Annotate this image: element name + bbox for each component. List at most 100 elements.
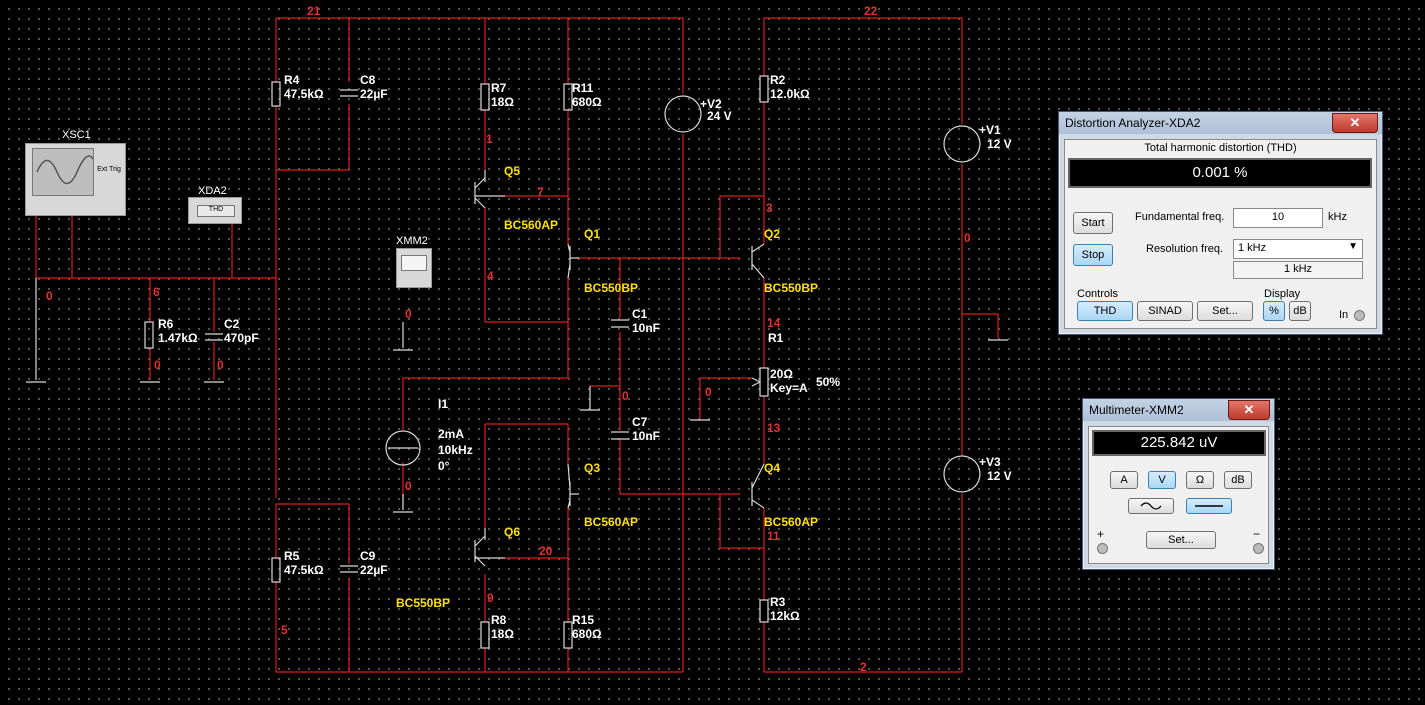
svg-text:13: 13	[767, 421, 781, 435]
ac-mode-button[interactable]	[1128, 498, 1174, 514]
net-labels: 21 22 1 7 3 4 0 6 0 0 0 0 0 0 0 14 13 20…	[46, 4, 971, 674]
positive-terminal-label: +	[1097, 527, 1105, 541]
svg-text:XMM2: XMM2	[396, 235, 428, 247]
svg-text:18Ω: 18Ω	[491, 95, 514, 109]
svg-text:Q6: Q6	[504, 525, 520, 539]
svg-text:R2: R2	[770, 73, 786, 87]
svg-text:0: 0	[217, 358, 224, 372]
svg-text:BC560AP: BC560AP	[584, 515, 638, 529]
multimeter-window[interactable]: Multimeter-XMM2 ✕ 225.842 uV A V Ω dB + …	[1082, 398, 1275, 570]
svg-text:R4: R4	[284, 73, 300, 87]
decibel-button[interactable]: dB	[1224, 471, 1252, 489]
svg-text:Key=A: Key=A	[770, 381, 808, 395]
thd-readout: 0.001 %	[1068, 158, 1372, 188]
svg-text:Q3: Q3	[584, 461, 600, 475]
svg-text:+V1: +V1	[979, 123, 1001, 137]
svg-text:+V2: +V2	[700, 97, 722, 111]
resolution-freq-select[interactable]: 1 kHz ▼	[1233, 239, 1363, 259]
svg-text:0: 0	[622, 389, 629, 403]
svg-text:22: 22	[864, 4, 878, 18]
thd-button[interactable]: THD	[1077, 301, 1133, 321]
percent-button[interactable]: %	[1263, 301, 1285, 321]
svg-text:5: 5	[281, 623, 288, 637]
svg-text:14: 14	[767, 316, 781, 330]
svg-text:6: 6	[153, 285, 160, 299]
ampere-button[interactable]: A	[1110, 471, 1138, 489]
svg-text:11: 11	[767, 529, 780, 543]
components	[144, 75, 981, 649]
waveform-icon	[36, 155, 94, 185]
volt-button[interactable]: V	[1148, 471, 1176, 489]
svg-text:3: 3	[766, 201, 773, 215]
svg-text:1.47kΩ: 1.47kΩ	[158, 331, 198, 345]
svg-text:1: 1	[486, 132, 493, 146]
svg-text:470pF: 470pF	[224, 331, 259, 345]
svg-text:XSC1: XSC1	[62, 129, 91, 141]
svg-text:+V3: +V3	[979, 455, 1001, 469]
svg-text:22µF: 22µF	[360, 87, 388, 101]
svg-text:R15: R15	[572, 613, 594, 627]
oscilloscope-xsc1[interactable]: Ext Trig	[25, 143, 126, 216]
svg-text:R3: R3	[770, 595, 786, 609]
svg-text:12kΩ: 12kΩ	[770, 609, 800, 623]
svg-text:20: 20	[539, 544, 553, 558]
sine-wave-icon	[1140, 502, 1162, 510]
svg-text:12 V: 12 V	[987, 137, 1012, 151]
fundamental-freq-input[interactable]: 10	[1233, 208, 1323, 228]
svg-text:Q1: Q1	[584, 227, 600, 241]
svg-text:Q4: Q4	[764, 461, 780, 475]
svg-text:BC560AP: BC560AP	[504, 218, 558, 232]
distortion-analyzer-window[interactable]: Distortion Analyzer-XDA2 ✕ Total harmoni…	[1058, 111, 1383, 335]
set-button[interactable]: Set...	[1146, 531, 1216, 549]
svg-text:Q5: Q5	[504, 164, 520, 178]
svg-text:R5: R5	[284, 549, 300, 563]
window-title: Multimeter-XMM2	[1089, 403, 1184, 417]
input-terminal-icon[interactable]	[1354, 310, 1365, 321]
svg-text:BC560AP: BC560AP	[764, 515, 818, 529]
svg-text:0: 0	[405, 479, 412, 493]
ohm-button[interactable]: Ω	[1186, 471, 1214, 489]
close-button[interactable]: ✕	[1228, 400, 1270, 420]
svg-text:7: 7	[537, 185, 544, 199]
window-title: Distortion Analyzer-XDA2	[1065, 116, 1201, 130]
resolution-freq-value: 1 kHz	[1238, 242, 1267, 254]
sinad-button[interactable]: SINAD	[1137, 301, 1193, 321]
positive-terminal-icon[interactable]	[1097, 543, 1108, 554]
svg-text:47.5kΩ: 47.5kΩ	[284, 87, 324, 101]
svg-text:BC550BP: BC550BP	[396, 596, 450, 610]
svg-text:22µF: 22µF	[360, 563, 388, 577]
svg-text:R1: R1	[768, 331, 784, 345]
db-button[interactable]: dB	[1289, 301, 1311, 321]
svg-text:680Ω: 680Ω	[572, 95, 602, 109]
svg-text:C7: C7	[632, 415, 648, 429]
svg-text:0: 0	[154, 358, 161, 372]
svg-text:0: 0	[705, 385, 712, 399]
oscilloscope-screen	[32, 148, 94, 196]
transistor-labels: Q5 BC560AP Q1 BC550BP Q2 BC550BP Q3 BC56…	[396, 164, 818, 610]
svg-text:0°: 0°	[438, 459, 450, 473]
svg-text:50%: 50%	[816, 375, 840, 389]
multimeter-xmm2-icon[interactable]	[396, 248, 432, 288]
negative-terminal-icon[interactable]	[1253, 543, 1264, 554]
close-button[interactable]: ✕	[1332, 113, 1378, 133]
svg-text:2: 2	[860, 660, 867, 674]
stop-button[interactable]: Stop	[1073, 244, 1113, 266]
fundamental-freq-label: Fundamental freq.	[1135, 211, 1225, 223]
instrument-labels: XSC1 XDA2 XMM2	[62, 129, 428, 247]
svg-text:20Ω: 20Ω	[770, 367, 793, 381]
ground-symbols	[26, 278, 1008, 513]
svg-text:0: 0	[964, 231, 971, 245]
multimeter-titlebar[interactable]: Multimeter-XMM2 ✕	[1083, 399, 1274, 421]
start-button[interactable]: Start	[1073, 212, 1113, 234]
ext-trig-label: Ext Trig	[97, 166, 121, 173]
resolution-freq-display: 1 kHz	[1233, 261, 1363, 279]
display-group-label: Display	[1264, 288, 1301, 300]
set-button[interactable]: Set...	[1197, 301, 1253, 321]
thd-header: Total harmonic distortion (THD)	[1144, 142, 1297, 154]
dc-mode-button[interactable]	[1186, 498, 1232, 514]
svg-text:BC550BP: BC550BP	[764, 281, 818, 295]
distortion-analyzer-xda2-icon[interactable]: THD	[188, 197, 242, 224]
distortion-analyzer-titlebar[interactable]: Distortion Analyzer-XDA2 ✕	[1059, 112, 1382, 134]
svg-text:0: 0	[46, 289, 53, 303]
